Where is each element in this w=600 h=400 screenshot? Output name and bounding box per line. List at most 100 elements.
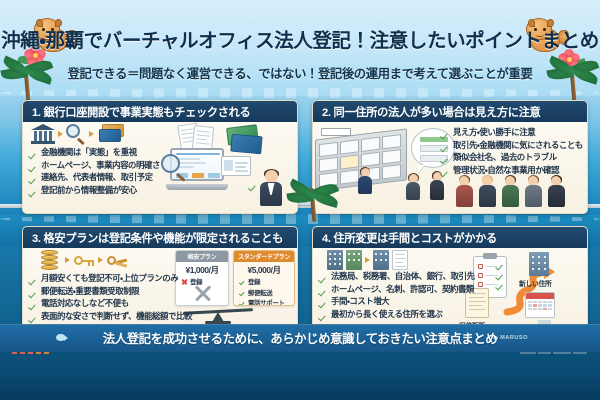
plan-feature: 電話サポート [234,298,294,305]
check-icon [29,162,38,171]
plan-feature: 登録 [234,277,294,286]
panel-1-title: 1. 銀行口座開設で事業実態もチェックされる [32,106,251,119]
footer-text: 法人登記を成功させるために、あらかじめ意識しておきたい注意点まとめ [102,332,498,346]
check-icon [29,300,38,309]
person-icon [522,175,544,210]
footer-banner: 法人登記を成功させるために、あらかじめ意識しておきたい注意点まとめ MARUSO [0,324,600,352]
arrow-icon-move [365,257,370,263]
diagram-label-new-address: 新しい住所 [519,281,552,288]
plan-feature: 郵便転送 [234,288,294,297]
check-icon [319,286,328,295]
plan-feature-label: 登録 [248,279,261,286]
bank-icon [31,124,55,144]
header: 沖縄・那覇でバーチャルオフィス法人登記！注意したいポイントまとめ [0,18,600,58]
arrow-icon-2 [98,257,103,263]
magnifier-icon [66,124,86,146]
plan-card-cheap[interactable]: 格安プラン ¥1,000/月 登録 [175,250,229,306]
person-icon [476,175,498,210]
check-icon [239,289,246,296]
bullet-item: ホームページ、事業内容の明確さ [29,160,160,171]
building-icon-3 [373,250,389,270]
footer-logo-text: MARUSO [500,335,528,341]
palm-tree-center [286,178,340,223]
new-address-building-icon [529,252,549,276]
bullet-text: 管理状況・自然な事業用か確認 [453,164,560,175]
old-address-document-icon [465,288,489,318]
check-icon [29,187,38,196]
bullet-item: 月額安くても登記不可・上位プランのみ [29,273,192,284]
panel-4-icon-row [327,250,408,270]
person-icon [453,175,475,210]
calendar-header [526,293,554,299]
panel-3-title: 3. 格安プランは登記条件や機能が限定されることも [32,232,284,245]
wave-line-middle [0,214,600,224]
arrow-icon-2 [89,131,94,137]
check-icon [29,149,38,158]
bullet-item: 手間・コスト増大 [319,296,475,307]
person-icon [499,175,521,210]
bullet-text: 最初から長く使える住所を選ぶ [331,308,443,319]
balance-scale-icon [182,308,254,324]
check-icon [239,299,246,305]
clipboard-clip [483,253,497,259]
footer-logo: MARUSO [493,335,528,341]
shisa-icon-right [524,16,569,62]
bullet-text: 登記前から情報整備が安心 [41,184,137,195]
bullet-text: ホームページ、名刺、許認可、契約書類 [331,283,474,294]
person-icon [545,175,567,210]
plan-card-cheap-header: 格安プラン [176,251,228,262]
plan-card-standard[interactable]: スタンダードプラン ¥5,000/月 登録 郵便転送 電話サポート [233,250,295,306]
palm-tree-left [0,55,54,103]
logo-mark-icon [493,335,499,341]
id-card-icon [221,156,251,176]
coins-icon [41,250,61,270]
page-title: 沖縄・那覇でバーチャルオフィス法人登記！注意したいポイントまとめ [1,29,599,52]
check-icon [29,275,38,284]
bullet-text: 金融機関は「実態」を重視 [41,147,137,157]
bullet-item: 類似会社名、過去のトラブル [441,152,583,163]
fish-icon [56,334,68,342]
check-icon [239,278,246,285]
bullet-text: 取引先・金融機関に気にされることも [453,139,583,150]
calendar-icon [525,292,555,318]
panel-4-title: 4. 住所変更は手間とコストがかかる [322,232,497,245]
panel-3-icon-row [41,250,128,270]
page-subtitle: 登記できる＝問題なく運営できる、ではない！登記後の運用まで考えて選ぶことが重要 [67,67,533,81]
bullet-item: 法務局、税務署、自治体、銀行、取引先 [319,271,475,282]
calendar-grid [526,299,554,312]
check-icon [319,298,328,307]
monorail-track [0,204,600,208]
bullet-text: 郵便転送・重要書類受取制限 [41,285,140,296]
plan-name: 格安プラン [187,254,217,261]
building-icon-2 [346,250,362,270]
panel-2-body: 見え方・使い勝手に注意 取引先・金融機関に気にされることも 類似会社名、過去のト… [313,122,587,213]
check-icon [319,311,328,320]
plan-price: ¥1,000/月 [185,265,219,275]
bullet-item: 取引先・金融機関に気にされることも [441,139,583,151]
laptop-base [166,184,228,190]
plan-feature-label: 郵便転送 [248,289,273,297]
panel-2-bullet-list: 見え方・使い勝手に注意 取引先・金融機関に気にされることも 類似会社名、過去のト… [441,127,583,178]
plan-card-standard-header: スタンダードプラン [234,251,294,262]
bullet-text: 手間・コスト増大 [331,296,390,306]
bullet-item: 表面的な安さで判断せず、機能総額で比較 [29,311,192,322]
shelf-label [321,128,351,136]
sky-background [0,0,600,96]
panel-3-body: 月額安くても登記不可・上位プランのみ 郵便転送・重要書類受取制限 電話対応なしな… [23,248,297,339]
bullet-text: 法務局、税務署、自治体、銀行、取引先 [331,271,475,281]
panel-4-bullet-list: 法務局、税務署、自治体、銀行、取引先 ホームページ、名刺、許認可、契約書類 手間… [319,271,475,322]
subheader: 登記できる＝問題なく運営できる、ではない！登記後の運用まで考えて選ぶことが重要 [0,62,600,84]
magnifier-icon-laptop [161,154,187,183]
check-icon [319,273,328,282]
person-icon-viewing [357,167,373,196]
palm-tree-right [546,55,600,103]
credit-card-icon [97,124,125,144]
bullet-item: 郵便転送・重要書類受取制限 [29,285,192,297]
check-icon [29,288,38,297]
check-icon [441,129,450,138]
keyring-icon [107,251,128,269]
bullet-item: 連絡先、代表者情報、取引予定 [29,172,160,183]
plan-name: スタンダードプラン [237,254,291,261]
panel-1-icon-row [31,124,125,146]
